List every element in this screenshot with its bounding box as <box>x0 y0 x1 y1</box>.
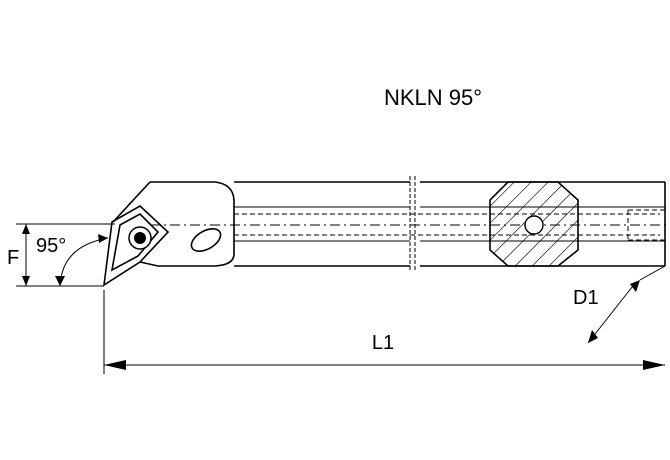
angle-label: 95° <box>36 235 66 257</box>
f-dimension: F <box>7 223 115 287</box>
d1-dimension: D1 <box>573 265 666 344</box>
cross-section <box>489 181 579 267</box>
holder-body <box>112 176 668 272</box>
f-label: F <box>7 247 19 269</box>
drawing-title: NKLN 95° <box>384 85 482 110</box>
angle-dimension: 95° <box>36 234 109 287</box>
d1-label: D1 <box>573 287 599 309</box>
cutting-insert <box>102 205 170 287</box>
l1-dimension: L1 <box>103 290 665 374</box>
coolant-slot <box>190 228 222 252</box>
l1-label: L1 <box>372 332 394 354</box>
